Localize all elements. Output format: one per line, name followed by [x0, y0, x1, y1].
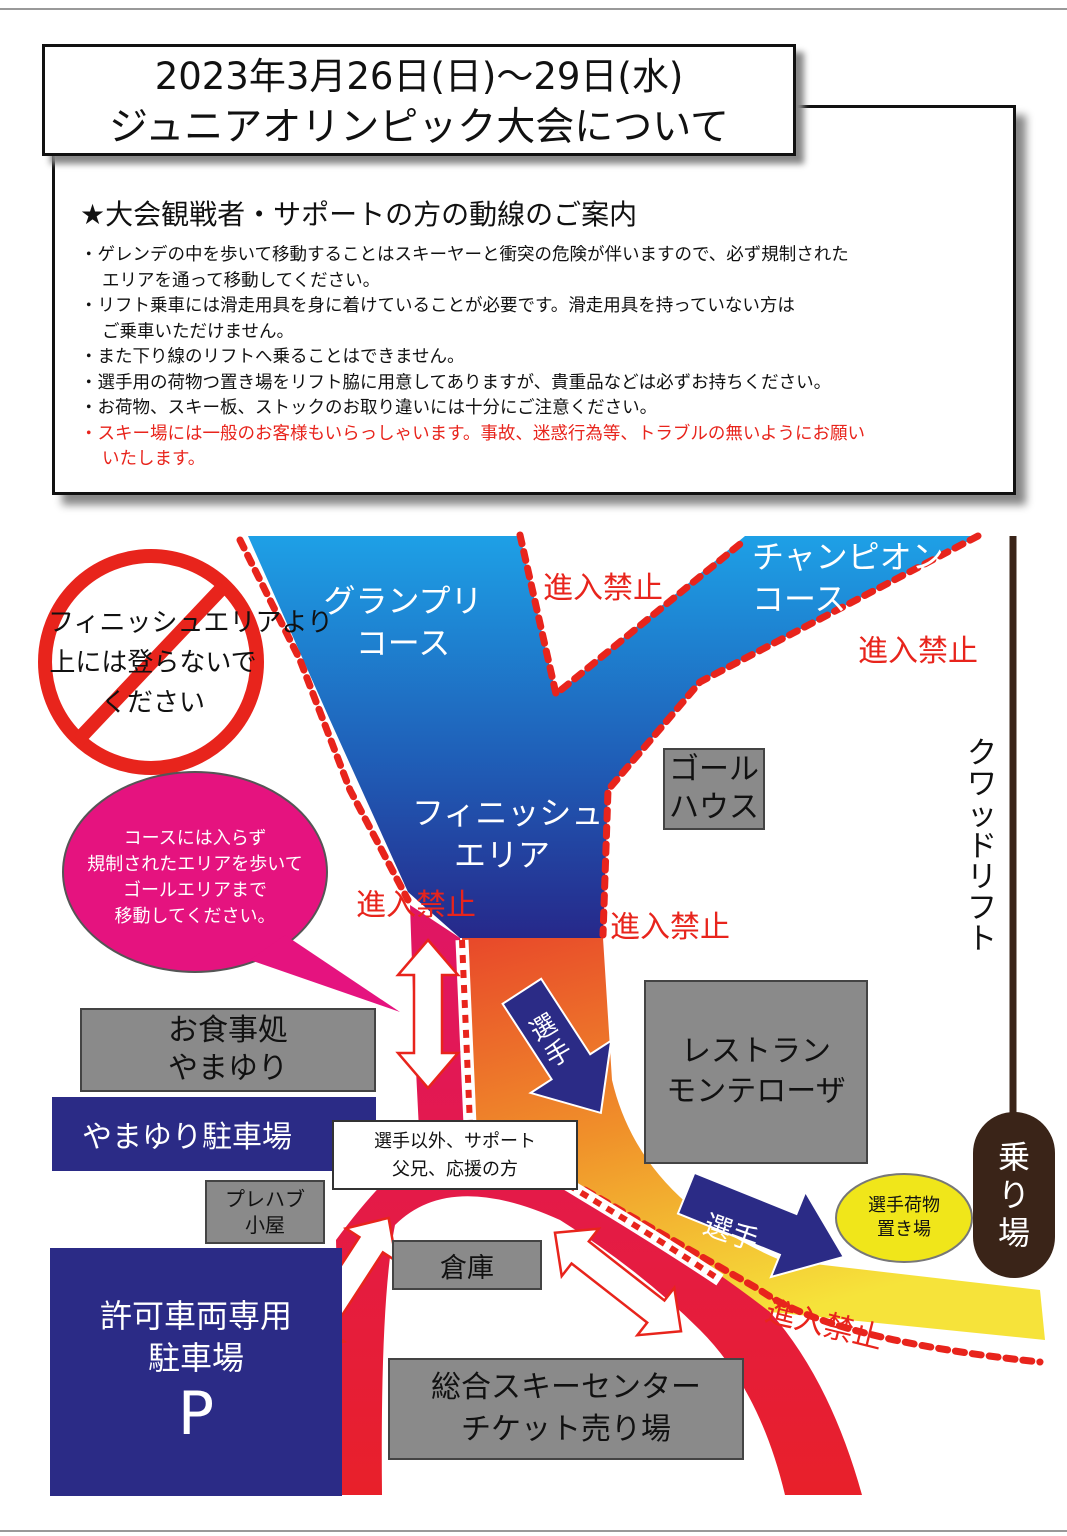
- notice-item: ・ゲレンデの中を歩いて移動することはスキーヤーと衝突の危険が伴いますので、必ず規…: [80, 245, 849, 265]
- notice-list: ・ゲレンデの中を歩いて移動することはスキーヤーと衝突の危険が伴いますので、必ず規…: [80, 243, 998, 473]
- no-climb-text: フィニッシュエリアより 上には登らないで ください: [48, 608, 333, 718]
- notice-item: ・リフト乗車には滑走用具を身に着けていることが必要です。滑走用具を持っていない方…: [80, 296, 795, 316]
- no-entry-line: [516, 531, 749, 701]
- title-box: 2023年3月26日(日)～29日(水) ジュニアオリンピック大会について: [42, 44, 796, 156]
- supporters-route-label: 選手以外、サポート 父兄、応援の方: [332, 1120, 578, 1190]
- goal-house: ゴール ハウス: [663, 748, 765, 830]
- boarding-label: 乗 り 場: [997, 1138, 1030, 1252]
- notice-item-warning: ・スキー場には一般のお客様もいらっしゃいます。事故、迷惑行為等、トラブルの無いよ…: [80, 423, 866, 444]
- champion-course-label: チャンピオン コース: [752, 538, 944, 618]
- no-entry-line: [581, 1186, 1044, 1366]
- boarding-area: [973, 1112, 1055, 1278]
- warehouse: 倉庫: [392, 1240, 542, 1290]
- no-entry-label: 進入禁止: [356, 888, 476, 923]
- no-entry-label: 進入禁止: [610, 910, 730, 945]
- notice-item-cont: ご乗車いただけません。: [102, 321, 294, 342]
- no-climb-sign: [38, 549, 264, 775]
- no-entry-line: [236, 536, 412, 904]
- top-border-line: [0, 8, 1067, 10]
- permit-vehicle-parking: 許可車両専用 駐車場 P: [50, 1248, 342, 1496]
- athlete-luggage-label: 選手荷物 置き場: [868, 1195, 940, 1240]
- athlete-luggage-area: [835, 1173, 973, 1263]
- instruction-bubble: [62, 771, 400, 1012]
- notice-item: ・お荷物、スキー板、ストックのお取り違いには十分にご注意ください。: [80, 398, 658, 418]
- athlete-arrow-1: [501, 977, 613, 1115]
- athlete-arrow-2: [676, 1171, 846, 1279]
- notice-item-cont: エリアを通って移動してください。: [102, 270, 381, 291]
- prefab-hut: プレハブ 小屋: [205, 1180, 325, 1244]
- notice-panel: [52, 105, 1016, 495]
- notice-item: ・選手用の荷物つ置き場をリフト脇に用意してありますが、貴重品などは必ずお持ちくだ…: [80, 372, 832, 393]
- quad-lift-label: クワッドリフト: [967, 736, 997, 957]
- finish-area-label: フィニッシュ エリア: [412, 794, 604, 874]
- event-title: ジュニアオリンピック大会について: [108, 105, 730, 150]
- grandprix-course-label: グランプリ コース: [323, 582, 483, 662]
- course-area: [248, 536, 978, 938]
- lane-barrier: [459, 939, 722, 1283]
- ski-center-ticket-office: 総合スキーセンター チケット売り場: [388, 1358, 744, 1460]
- double-arrow: [395, 938, 461, 1090]
- restaurant-yamayuri: お食事処 やまゆり: [80, 1008, 376, 1092]
- no-entry-label: 進入禁止: [858, 634, 978, 669]
- bottom-border-line: [0, 1530, 1067, 1532]
- yamayuri-parking: やまゆり駐車場: [52, 1097, 376, 1171]
- double-arrow: [553, 1227, 683, 1337]
- athlete-lane: [462, 938, 1045, 1340]
- restaurant-monterosa: レストラン モンテローザ: [644, 980, 868, 1164]
- no-entry-label: 進入禁止: [543, 571, 663, 606]
- notice-heading: ★大会観戦者・サポートの方の動線のご案内: [80, 198, 638, 231]
- event-date: 2023年3月26日(日)～29日(水): [154, 55, 684, 98]
- notice-item: ・また下り線のリフトへ乗ることはできません。: [80, 347, 465, 367]
- parking-symbol: P: [177, 1379, 215, 1449]
- no-entry-line: [599, 532, 982, 939]
- notice-item-warning-cont: いたします。: [102, 449, 206, 469]
- bubble-text: コースには入らず 規制されたエリアを歩いて ゴールエリアまで 移動してください。: [87, 828, 303, 927]
